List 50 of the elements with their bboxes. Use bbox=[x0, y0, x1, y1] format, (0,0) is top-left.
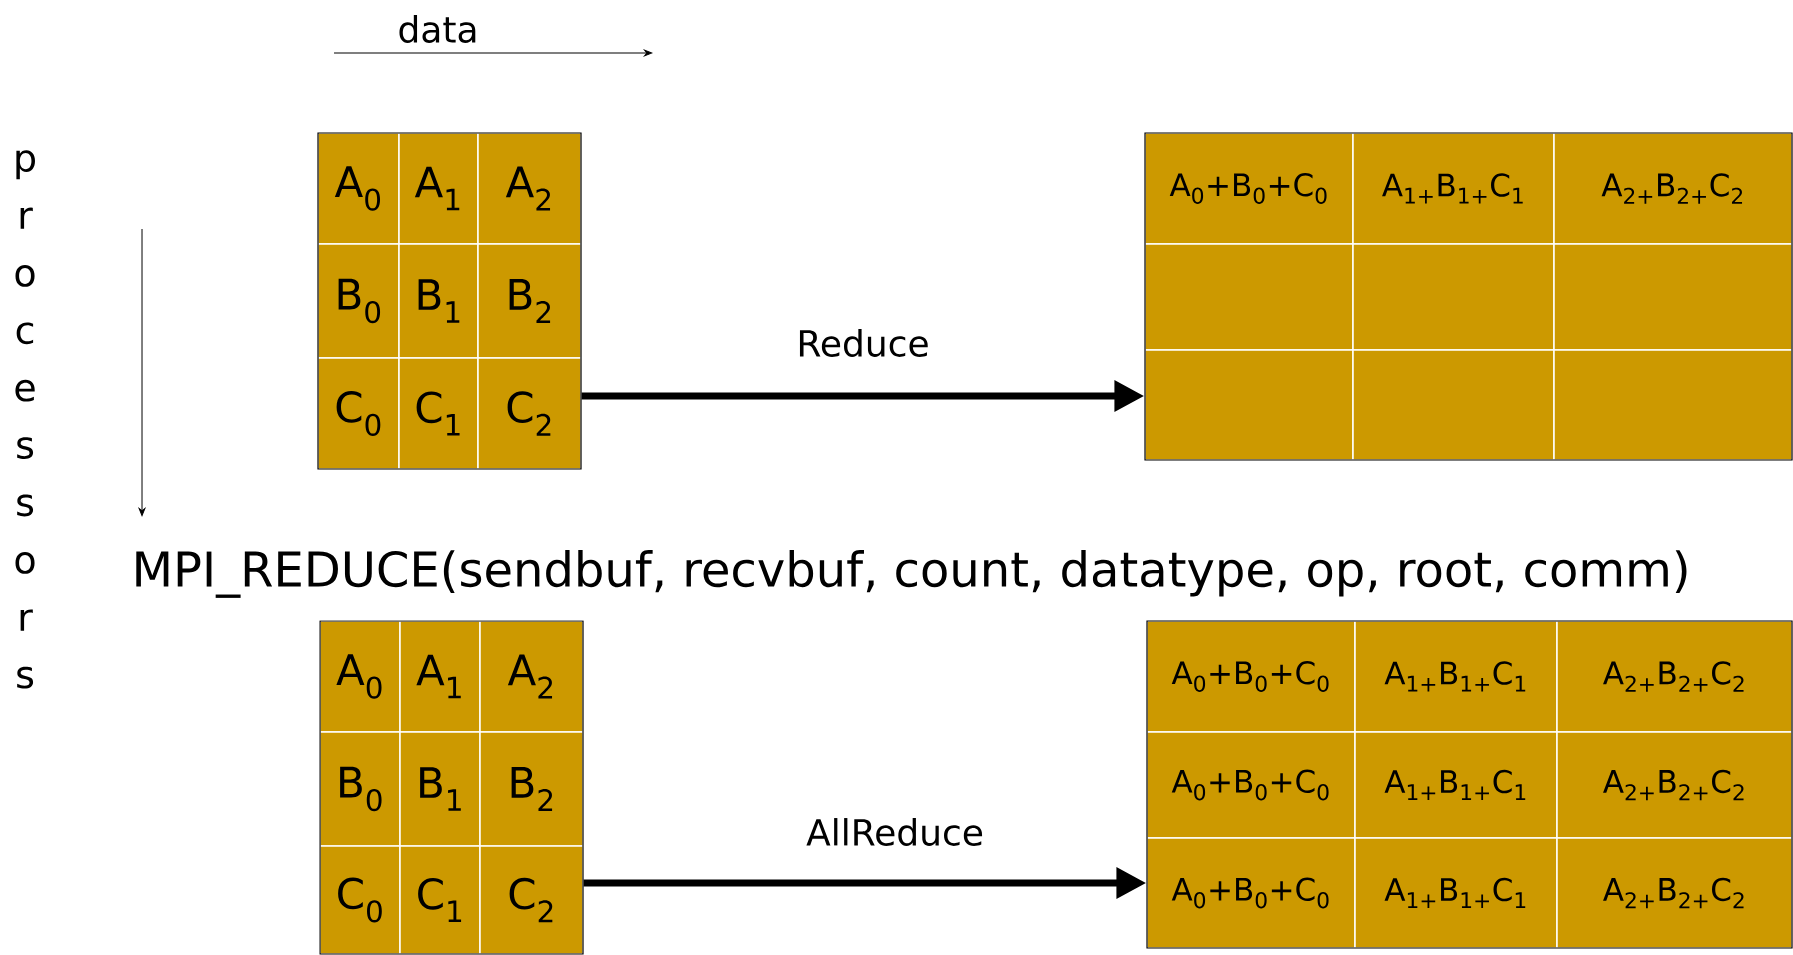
grid-cell: A$_{2+}$B$_{2+}$C$_{2}$ bbox=[1553, 132, 1793, 245]
node-label: A$_{2+}$B$_{2+}$C$_{2}$ bbox=[1603, 769, 1744, 801]
grid-cell: B$_{0}$ bbox=[317, 243, 400, 359]
grid-cell: C$_{0}$ bbox=[319, 845, 401, 955]
node-label: A$_{2+}$B$_{2+}$C$_{2}$ bbox=[1603, 661, 1744, 692]
grid-cell bbox=[1352, 243, 1555, 351]
edge-label: Reduce bbox=[799, 329, 928, 357]
function-signature: MPI_REDUCE(sendbuf, recvbuf, count, datatype, op, root, comm) bbox=[136, 550, 1687, 598]
grid-cell: A$_{0}$ bbox=[317, 132, 400, 245]
matrix-grid bbox=[319, 620, 584, 955]
grid-cell: B$_{1}$ bbox=[398, 243, 479, 359]
grid-cell: A$_{1}$ bbox=[399, 620, 481, 733]
matrix-grid bbox=[1146, 620, 1793, 949]
edge-label: AllReduce bbox=[806, 818, 983, 846]
grid-cell: A$_{0}$+B$_{0}$+C$_{0}$ bbox=[1146, 837, 1356, 949]
matrix-grid bbox=[1144, 132, 1793, 461]
grid-cell: A$_{2}$ bbox=[477, 132, 582, 245]
grid-cell: A$_{0}$ bbox=[319, 620, 401, 733]
grid-cell: A$_{1+}$B$_{1+}$C$_{1}$ bbox=[1354, 731, 1558, 839]
grid-cell: B$_{2}$ bbox=[479, 731, 584, 847]
grid-cell: A$_{1+}$B$_{1+}$C$_{1}$ bbox=[1354, 837, 1558, 949]
grid-cell: A$_{1+}$B$_{1+}$C$_{1}$ bbox=[1352, 132, 1555, 245]
grid-cell bbox=[1144, 349, 1354, 461]
grid-cell: C$_{1}$ bbox=[399, 845, 481, 955]
grid-cell: C$_{2}$ bbox=[479, 845, 584, 955]
grid-cell: A$_{0}$+B$_{0}$+C$_{0}$ bbox=[1144, 132, 1354, 245]
grid-cell: A$_{0}$+B$_{0}$+C$_{0}$ bbox=[1146, 620, 1356, 733]
node-label: A$_{2+}$B$_{2+}$C$_{2}$ bbox=[1601, 173, 1743, 204]
grid-cell: B$_{1}$ bbox=[399, 731, 481, 847]
grid-cell: C$_{1}$ bbox=[398, 357, 479, 470]
grid-cell bbox=[1144, 243, 1354, 351]
grid-cell: C$_{2}$ bbox=[477, 357, 582, 470]
matrix-grid bbox=[317, 132, 582, 470]
grid-cell: A$_{1}$ bbox=[398, 132, 479, 245]
grid-cell: A$_{2}$ bbox=[479, 620, 584, 733]
grid-cell: A$_{0}$+B$_{0}$+C$_{0}$ bbox=[1146, 731, 1356, 839]
node-label: C$_{0}$ bbox=[338, 877, 382, 923]
grid-cell: B$_{0}$ bbox=[319, 731, 401, 847]
grid-cell: A$_{2+}$B$_{2+}$C$_{2}$ bbox=[1556, 731, 1793, 839]
axis-label: data bbox=[399, 15, 476, 43]
grid-cell: B$_{2}$ bbox=[477, 243, 582, 359]
grid-cell: A$_{2+}$B$_{2+}$C$_{2}$ bbox=[1556, 620, 1793, 733]
grid-cell: A$_{1+}$B$_{1+}$C$_{1}$ bbox=[1354, 620, 1558, 733]
grid-cell bbox=[1553, 349, 1793, 461]
grid-cell: A$_{2+}$B$_{2+}$C$_{2}$ bbox=[1556, 837, 1793, 949]
axis-label: processors bbox=[15, 150, 35, 689]
grid-cell: C$_{0}$ bbox=[317, 357, 400, 470]
node-label: C$_{1}$ bbox=[418, 877, 462, 922]
grid-cell bbox=[1352, 349, 1555, 461]
grid-cell bbox=[1553, 243, 1793, 351]
